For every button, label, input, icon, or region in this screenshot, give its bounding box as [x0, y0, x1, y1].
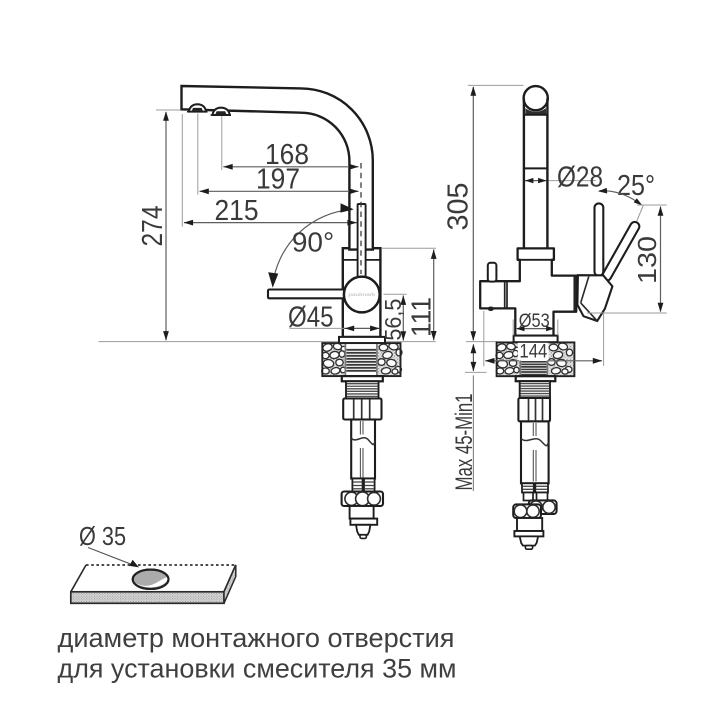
- svg-text:Max 45-Min1: Max 45-Min1: [451, 394, 478, 491]
- svg-text:111: 111: [405, 297, 436, 337]
- svg-text:диаметр монтажного отверстия: диаметр монтажного отверстия: [58, 623, 455, 653]
- svg-text:168: 168: [265, 139, 309, 171]
- svg-text:197: 197: [256, 164, 300, 196]
- svg-text:90°: 90°: [292, 227, 334, 258]
- svg-text:215: 215: [215, 195, 259, 227]
- svg-text:305: 305: [442, 183, 474, 231]
- svg-text:274: 274: [137, 206, 169, 247]
- svg-text:Ø 35: Ø 35: [79, 521, 126, 551]
- svg-text:paulmark: paulmark: [348, 292, 376, 297]
- svg-text:для установки смесителя 35 мм: для установки смесителя 35 мм: [58, 654, 457, 684]
- svg-text:25°: 25°: [617, 170, 655, 202]
- svg-text:Ø53: Ø53: [519, 310, 550, 332]
- svg-text:Ø28: Ø28: [557, 161, 603, 193]
- svg-text:56,5: 56,5: [380, 299, 406, 341]
- svg-text:144: 144: [519, 341, 547, 363]
- svg-text:130: 130: [632, 236, 662, 284]
